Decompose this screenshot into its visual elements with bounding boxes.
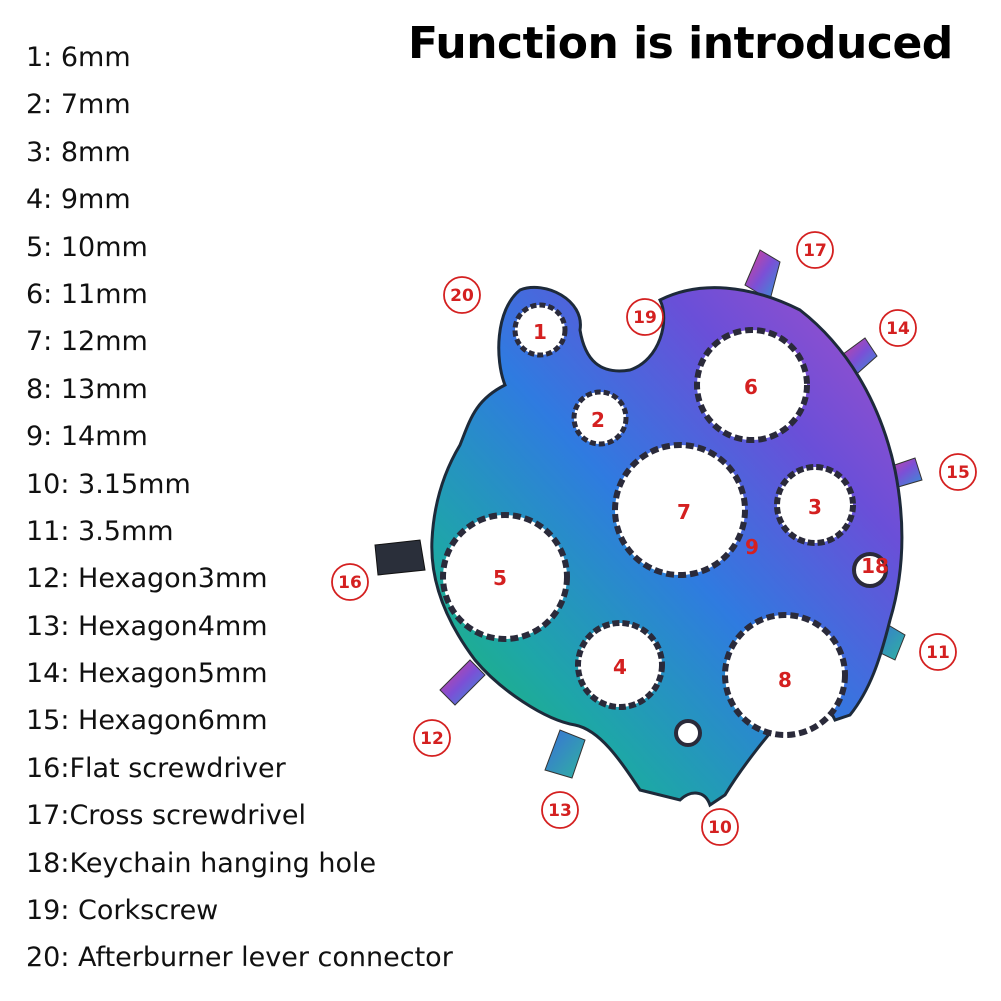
hole-label-8: 8 bbox=[778, 668, 792, 692]
spec-item-11: 11: 3.5mm bbox=[26, 515, 174, 547]
hole-2 bbox=[571, 389, 629, 447]
spec-item-15: 15: Hexagon6mm bbox=[26, 705, 268, 737]
spec-item-5: 5: 10mm bbox=[26, 231, 148, 263]
hole-labels: 1 2 3 4 5 6 7 8 9 18 bbox=[493, 320, 889, 692]
spec-item-18: 18:Keychain hanging hole bbox=[26, 847, 377, 879]
callout-14: 14 bbox=[886, 319, 910, 339]
spec-item-3: 3: 8mm bbox=[26, 136, 131, 168]
spec-item-10: 10: 3.15mm bbox=[26, 468, 191, 500]
callout-15: 15 bbox=[946, 463, 970, 483]
callout-11: 11 bbox=[926, 643, 950, 663]
page-title: Function is introduced bbox=[408, 18, 953, 69]
spec-item-13: 13: Hexagon4mm bbox=[26, 610, 268, 642]
multitool-illustration: 1 2 3 4 5 6 7 8 9 18 20 19 17 14 15 16 bbox=[331, 231, 977, 846]
spec-item-2: 2: 7mm bbox=[26, 89, 131, 121]
hole-label-2: 2 bbox=[591, 408, 605, 432]
callout-12: 12 bbox=[420, 729, 444, 749]
multitool-figure: 1 2 3 4 5 6 7 8 9 18 20 19 17 14 15 16 bbox=[320, 225, 1001, 855]
callout-13: 13 bbox=[548, 801, 572, 821]
hole-label-18: 18 bbox=[861, 554, 889, 578]
spec-item-9: 9: 14mm bbox=[26, 421, 148, 453]
callout-19: 19 bbox=[633, 308, 657, 328]
hole-label-7: 7 bbox=[677, 500, 691, 524]
callout-17: 17 bbox=[803, 241, 827, 261]
hole-1 bbox=[512, 302, 568, 358]
hole-label-1: 1 bbox=[533, 320, 547, 344]
hole-7 bbox=[612, 442, 748, 578]
spec-item-19: 19: Corkscrew bbox=[26, 895, 219, 927]
hole-6 bbox=[694, 327, 810, 443]
spec-item-1: 1: 6mm bbox=[26, 42, 131, 73]
callouts: 20 19 17 14 15 16 11 12 13 10 bbox=[331, 231, 977, 846]
spec-item-17: 17:Cross screwdrivel bbox=[26, 800, 306, 832]
callout-20: 20 bbox=[450, 286, 474, 306]
spec-item-7: 7: 12mm bbox=[26, 326, 148, 358]
callout-10: 10 bbox=[708, 818, 732, 838]
spec-list: 1: 6mm 2: 7mm 3: 8mm 4: 9mm 5: 10mm 6: 1… bbox=[26, 34, 453, 982]
hole-label-3: 3 bbox=[808, 495, 822, 519]
hole-18 bbox=[852, 552, 888, 588]
spec-item-16: 16:Flat screwdriver bbox=[26, 752, 286, 784]
hole-label-4: 4 bbox=[613, 655, 627, 679]
hole-label-9: 9 bbox=[745, 535, 759, 559]
spec-item-6: 6: 11mm bbox=[26, 278, 148, 310]
tool-bits bbox=[374, 249, 923, 779]
hole-4 bbox=[575, 620, 665, 710]
spec-item-14: 14: Hexagon5mm bbox=[26, 658, 268, 690]
hole-label-6: 6 bbox=[744, 375, 758, 399]
hole-keyring-small bbox=[674, 719, 702, 747]
callout-16: 16 bbox=[338, 573, 362, 593]
spec-item-8: 8: 13mm bbox=[26, 373, 148, 405]
hole-8 bbox=[722, 612, 848, 738]
hole-3 bbox=[774, 464, 856, 546]
wrench-holes bbox=[440, 302, 888, 747]
spec-item-12: 12: Hexagon3mm bbox=[26, 563, 268, 595]
hole-label-5: 5 bbox=[493, 566, 507, 590]
spec-item-4: 4: 9mm bbox=[26, 184, 131, 216]
hole-5 bbox=[440, 512, 570, 642]
spec-item-20: 20: Afterburner lever connector bbox=[26, 942, 453, 974]
